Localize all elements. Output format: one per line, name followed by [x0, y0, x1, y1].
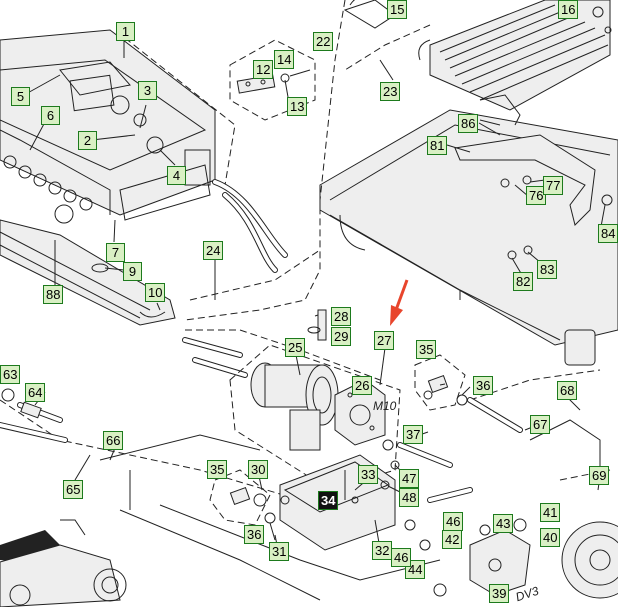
- callout-65[interactable]: 65: [63, 480, 84, 499]
- callout-42[interactable]: 42: [442, 530, 463, 549]
- motor-pump-assembly: [229, 309, 401, 491]
- callout-63[interactable]: 63: [0, 365, 21, 384]
- callout-14[interactable]: 14: [274, 50, 295, 69]
- callout-3[interactable]: 3: [138, 81, 157, 100]
- callout-46-upper[interactable]: 46: [443, 512, 464, 531]
- callout-24[interactable]: 24: [203, 241, 224, 260]
- callout-36-right[interactable]: 36: [473, 376, 494, 395]
- callout-39[interactable]: 39: [489, 584, 510, 603]
- callout-46-lower[interactable]: 46: [391, 548, 412, 567]
- callout-16[interactable]: 16: [558, 0, 579, 19]
- callout-47[interactable]: 47: [399, 469, 420, 488]
- callout-81[interactable]: 81: [427, 136, 448, 155]
- stamp-dv3: DV3: [514, 584, 541, 605]
- callout-9[interactable]: 9: [123, 262, 142, 281]
- callout-10[interactable]: 10: [145, 283, 166, 302]
- callout-88[interactable]: 88: [43, 285, 64, 304]
- callout-37[interactable]: 37: [403, 425, 424, 444]
- stamp-m10: M10: [373, 399, 397, 413]
- fitting-kit-right: [414, 354, 468, 411]
- callout-82[interactable]: 82: [513, 272, 534, 291]
- mounting-rail: [0, 219, 176, 326]
- callout-86[interactable]: 86: [458, 114, 479, 133]
- callout-68[interactable]: 68: [557, 381, 578, 400]
- callout-30[interactable]: 30: [248, 460, 269, 479]
- fitting-kit-left: [209, 469, 290, 541]
- radiator: [418, 0, 612, 111]
- callout-1[interactable]: 1: [116, 22, 135, 41]
- control-box-assembly: [0, 29, 236, 224]
- callout-27[interactable]: 27: [374, 331, 395, 350]
- callout-15[interactable]: 15: [387, 0, 408, 19]
- vehicle-thumbnail: [0, 519, 127, 607]
- callout-22[interactable]: 22: [313, 32, 334, 51]
- frame-tank: [319, 94, 618, 366]
- callout-25[interactable]: 25: [285, 338, 306, 357]
- callout-64[interactable]: 64: [25, 383, 46, 402]
- vent-holes: [3, 155, 93, 224]
- callout-48[interactable]: 48: [399, 488, 420, 507]
- callout-36-left[interactable]: 36: [244, 525, 265, 544]
- callout-31[interactable]: 31: [269, 542, 290, 561]
- wheel: [561, 521, 618, 599]
- callout-76[interactable]: 76: [526, 186, 547, 205]
- callout-12[interactable]: 12: [253, 60, 274, 79]
- callout-28[interactable]: 28: [331, 307, 352, 326]
- callout-67[interactable]: 67: [530, 415, 551, 434]
- callout-26[interactable]: 26: [352, 376, 373, 395]
- callout-29[interactable]: 29: [331, 327, 352, 346]
- callout-13[interactable]: 13: [287, 97, 308, 116]
- callout-34[interactable]: 34: [318, 491, 339, 510]
- callout-84[interactable]: 84: [598, 224, 618, 243]
- callout-7[interactable]: 7: [106, 243, 125, 262]
- callout-83[interactable]: 83: [537, 260, 558, 279]
- callout-35-right[interactable]: 35: [416, 340, 437, 359]
- callout-4[interactable]: 4: [167, 166, 186, 185]
- pointer-arrow-icon: [390, 279, 409, 326]
- callout-41[interactable]: 41: [540, 503, 561, 522]
- callout-5[interactable]: 5: [11, 87, 30, 106]
- callout-43[interactable]: 43: [493, 514, 514, 533]
- callout-69[interactable]: 69: [589, 466, 610, 485]
- callout-32[interactable]: 32: [372, 541, 393, 560]
- callout-40[interactable]: 40: [540, 528, 561, 547]
- callout-23[interactable]: 23: [380, 82, 401, 101]
- callout-35-left[interactable]: 35: [207, 460, 228, 479]
- fittings-63-64: [1, 388, 42, 419]
- callout-6[interactable]: 6: [41, 106, 60, 125]
- callout-77[interactable]: 77: [543, 176, 564, 195]
- callout-66[interactable]: 66: [103, 431, 124, 450]
- callout-2[interactable]: 2: [78, 131, 97, 150]
- bracket: [454, 134, 613, 260]
- callout-33[interactable]: 33: [358, 465, 379, 484]
